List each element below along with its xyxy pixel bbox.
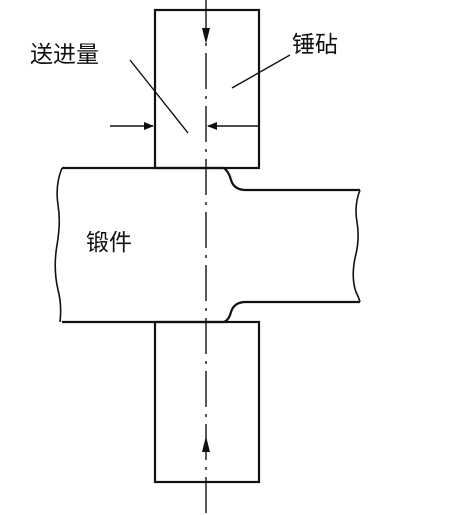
down-arrow-icon bbox=[202, 28, 210, 44]
lower-anvil bbox=[153, 320, 261, 484]
up-arrow-icon bbox=[202, 436, 210, 452]
anvil-leader-line bbox=[231, 54, 291, 89]
forging-workpiece bbox=[62, 166, 360, 324]
forging-break-line-right bbox=[352, 189, 361, 303]
forging-break-line-left bbox=[54, 167, 63, 323]
feed-label: 送进量 bbox=[30, 42, 99, 68]
feed-leader-line bbox=[129, 59, 189, 134]
forging-label: 锻件 bbox=[86, 230, 132, 256]
anvil-label: 锤砧 bbox=[292, 32, 338, 58]
